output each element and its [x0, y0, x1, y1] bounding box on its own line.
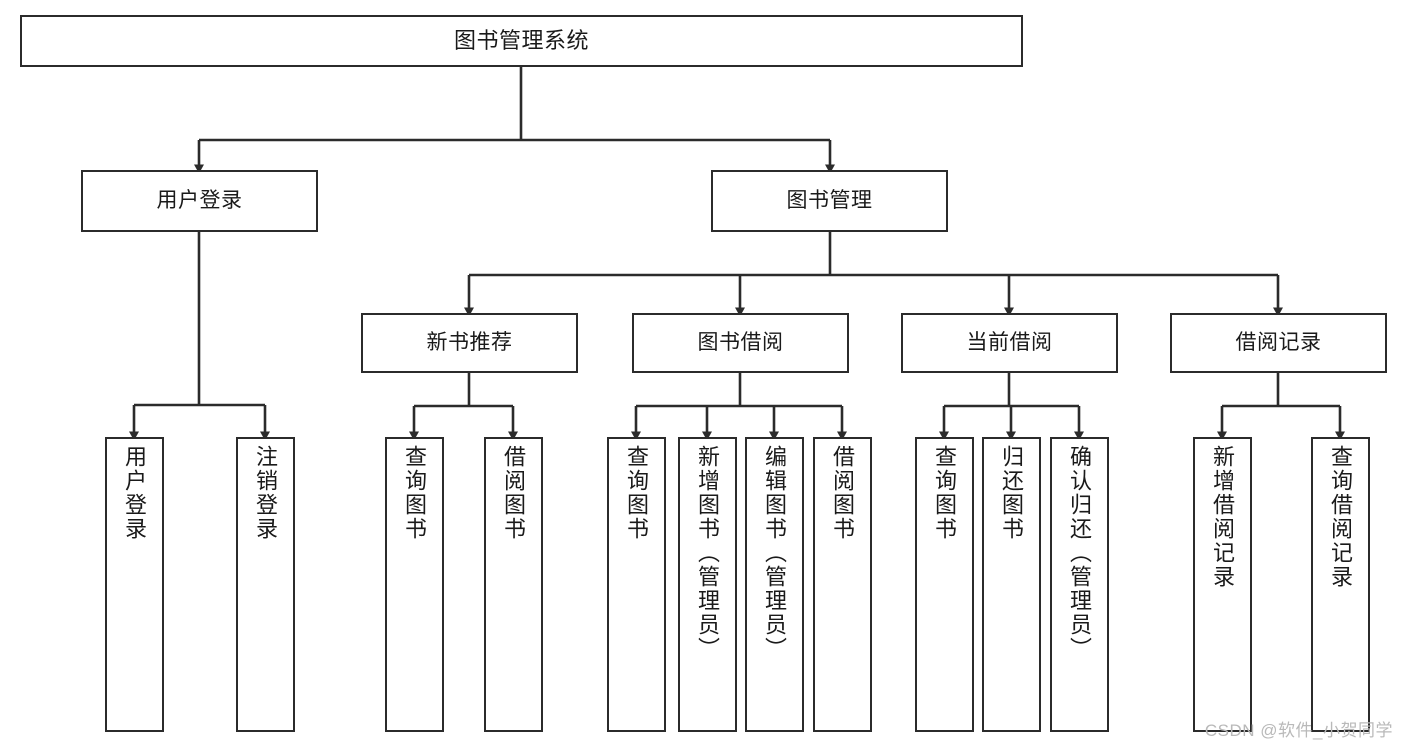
node-leaf-query-record[interactable]: 查询借阅记录 — [1311, 437, 1370, 732]
node-label: 归还图书 — [999, 445, 1025, 541]
node-label: 图书借阅 — [697, 331, 784, 355]
node-book-management[interactable]: 图书管理 — [711, 170, 948, 232]
node-label: 借阅图书 — [501, 445, 527, 541]
node-book-borrow[interactable]: 图书借阅 — [632, 313, 849, 373]
node-new-book-recommend[interactable]: 新书推荐 — [361, 313, 578, 373]
node-leaf-borrow-book-1[interactable]: 借阅图书 — [484, 437, 543, 732]
node-borrow-record[interactable]: 借阅记录 — [1170, 313, 1387, 373]
node-leaf-confirm-return[interactable]: 确认归还（管理员） — [1050, 437, 1109, 732]
node-user-login[interactable]: 用户登录 — [81, 170, 318, 232]
node-leaf-add-record[interactable]: 新增借阅记录 — [1193, 437, 1252, 732]
node-label: 确认归还（管理员） — [1067, 445, 1093, 661]
node-label: 借阅记录 — [1235, 331, 1322, 355]
node-label: 查询借阅记录 — [1328, 445, 1354, 589]
node-leaf-add-book[interactable]: 新增图书（管理员） — [678, 437, 737, 732]
node-leaf-query-book-1[interactable]: 查询图书 — [385, 437, 444, 732]
node-leaf-return-book[interactable]: 归还图书 — [982, 437, 1041, 732]
node-leaf-edit-book[interactable]: 编辑图书（管理员） — [745, 437, 804, 732]
node-label: 查询图书 — [624, 445, 650, 541]
node-label: 注销登录 — [253, 445, 279, 541]
node-label: 新书推荐 — [426, 331, 513, 355]
node-label: 编辑图书（管理员） — [762, 445, 788, 661]
node-leaf-query-book-3[interactable]: 查询图书 — [915, 437, 974, 732]
node-label: 图书管理系统 — [453, 27, 589, 53]
node-label: 用户登录 — [156, 189, 243, 213]
node-current-borrow[interactable]: 当前借阅 — [901, 313, 1118, 373]
node-label: 查询图书 — [932, 445, 958, 541]
csdn-watermark: CSDN @软件_小贺同学 — [1204, 721, 1393, 740]
node-label: 查询图书 — [402, 445, 428, 541]
node-label: 用户登录 — [122, 445, 148, 541]
node-label: 新增图书（管理员） — [695, 445, 721, 661]
node-label: 当前借阅 — [966, 331, 1053, 355]
node-label: 借阅图书 — [830, 445, 856, 541]
node-label: 新增借阅记录 — [1210, 445, 1236, 589]
node-leaf-query-book-2[interactable]: 查询图书 — [607, 437, 666, 732]
node-root-book-management-system[interactable]: 图书管理系统 — [20, 15, 1023, 67]
node-leaf-user-login[interactable]: 用户登录 — [105, 437, 164, 732]
node-leaf-borrow-book-2[interactable]: 借阅图书 — [813, 437, 872, 732]
node-label: 图书管理 — [786, 189, 873, 213]
node-leaf-logout-login[interactable]: 注销登录 — [236, 437, 295, 732]
